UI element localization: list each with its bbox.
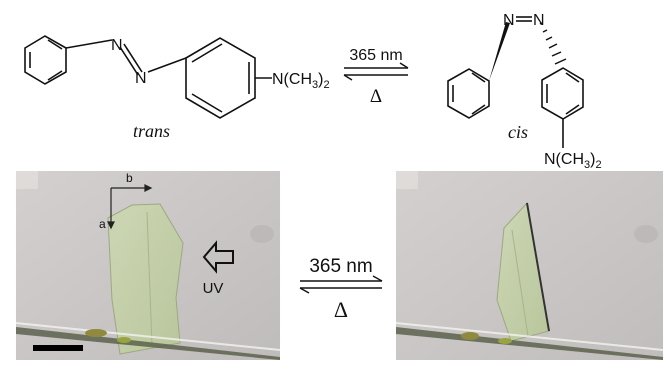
uv-label: UV [203,280,224,297]
trans-azo-atom-1: N [111,37,123,54]
cis-label: cis [508,122,528,142]
micrograph-right [395,171,664,360]
top-equilibrium-arrows [343,62,409,81]
top-forward-condition: 365 nm [349,47,402,64]
trans-azobenzene-structure [24,35,272,119]
trans-dimethylamino-label: N(CH3)2 [272,71,330,91]
crystal-axis-marker [107,184,153,230]
top-reverse-condition: Δ [370,86,382,107]
bottom-equilibrium-arrows [299,275,383,294]
trans-label: trans [133,121,170,141]
axis-b-label: b [126,171,133,185]
cis-azo-atom-1: N [503,12,515,29]
cis-azobenzene-structure [447,16,584,148]
bottom-reverse-condition: Δ [334,297,348,322]
cis-dimethylamino-label: N(CH3)2 [544,151,602,171]
cis-hashed-bond-right [539,22,567,65]
cis-azo-atom-2: N [533,12,545,29]
uv-arrow-icon [202,240,234,274]
trans-azo-atom-2: N [135,70,147,87]
bottom-forward-condition: 365 nm [309,256,372,277]
micrograph-left [15,171,281,360]
cis-wedge-bond-left [489,22,510,81]
scale-bar [33,345,83,351]
axis-a-label: a [99,217,106,231]
